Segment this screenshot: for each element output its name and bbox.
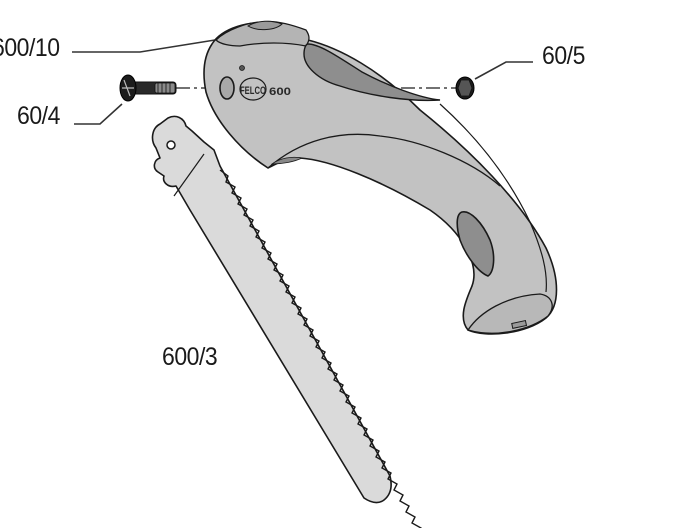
blade-part: [151, 115, 422, 528]
blade-body: [151, 115, 392, 504]
leader-line-handle: [72, 39, 216, 53]
handle-pivot-boss: [219, 76, 235, 100]
handle-spine-line: [267, 133, 501, 187]
label-bolt-part-number: 60/4: [17, 102, 60, 130]
label-blade-part-number: 600/3: [162, 343, 218, 371]
handle-back-edge: [439, 103, 547, 293]
bolt-part: [119, 74, 177, 102]
label-nut-part-number: 60/5: [542, 42, 585, 70]
leader-lines: [72, 39, 533, 125]
handle-notch-shade: [270, 156, 304, 165]
blade-pivot-hole: [166, 140, 176, 150]
nut-facets: [457, 79, 473, 97]
leader-line-nut: [474, 61, 533, 80]
leader-line-bolt: [74, 103, 123, 125]
blade-teeth: [219, 169, 422, 528]
handle-upper-grip: [303, 43, 441, 102]
brand-logo-text: FELCO: [240, 85, 266, 97]
model-number-text: 600: [269, 86, 291, 98]
blade-tang-line: [173, 153, 205, 197]
label-handle-part-number: 600/10: [0, 34, 60, 62]
handle-butt-slot: [511, 319, 528, 329]
handle-butt-cap: [466, 293, 553, 334]
handle-lower-grip: [456, 211, 495, 277]
brand-logo-oval: [239, 77, 267, 101]
nut-part: [455, 76, 475, 100]
handle-small-hole: [239, 65, 245, 71]
handle-part: FELCO 600: [203, 20, 558, 335]
bolt-thread-marks: [157, 83, 171, 93]
handle-top-notch: [247, 20, 283, 31]
bolt-head-slot: [122, 79, 134, 97]
